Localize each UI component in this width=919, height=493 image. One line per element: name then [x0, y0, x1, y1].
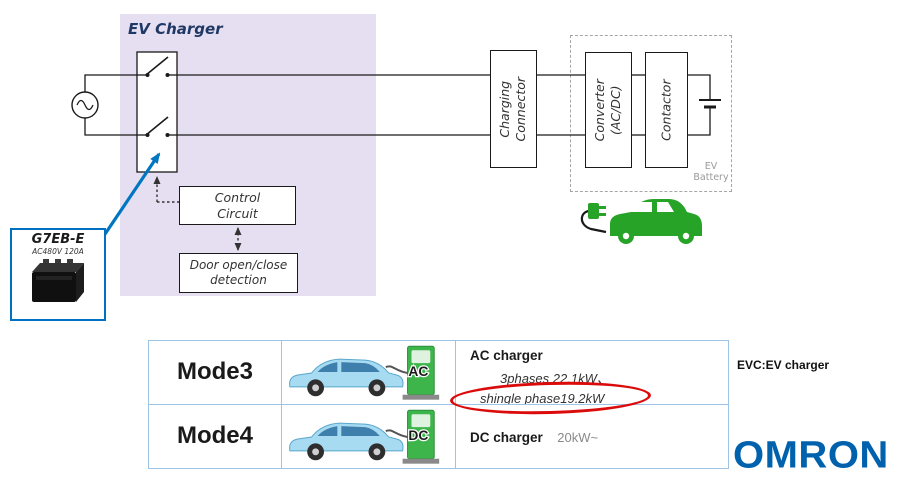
ac-charger-detail-2: shingle phase19.2kW: [480, 391, 605, 405]
ev-side-enclosure: [570, 35, 732, 192]
dc-charger-detail: 20kW~: [557, 429, 599, 445]
g7eb-model-label: G7EB-E: [31, 232, 85, 247]
g7eb-callout-box: G7EB-E AC480V 120A: [10, 228, 106, 321]
contactor-label: Contactor: [658, 79, 674, 141]
ev-battery-label: EV Battery: [693, 161, 729, 184]
evc-footnote: EVC:EV charger: [737, 358, 830, 372]
ev-charger-title: EV Charger: [128, 20, 223, 38]
circuit-wires: [84, 74, 711, 136]
door-detection-box: Door open/close detection: [179, 253, 298, 293]
contactor-box: Contactor: [645, 52, 688, 168]
converter-label-line1: Converter: [592, 78, 608, 142]
ev-battery-symbol: [699, 99, 721, 109]
door-detection-label-line1: Door open/close: [189, 258, 288, 272]
g7eb-spec-label: AC480V 120A: [32, 247, 84, 256]
mode-table: Mode3 AC AC charger 3phases 22.1kW、 shin…: [148, 340, 729, 469]
control-circuit-box: Control Circuit: [179, 186, 296, 225]
dc-charger-title: DC charger: [470, 429, 543, 445]
control-circuit-label-line1: Control: [214, 189, 261, 205]
converter-box: Converter (AC/DC): [585, 52, 632, 168]
mode4-image-cell: DC: [282, 404, 456, 468]
mode4-label: Mode4: [176, 422, 253, 450]
ev-car-icon: [580, 199, 702, 244]
omron-logo: OMRON: [733, 434, 889, 476]
relay-switch-box: [136, 51, 178, 173]
control-circuit-label-line2: Circuit: [217, 205, 258, 221]
charging-connector-label-line1: Charging: [497, 80, 513, 138]
ac-charger-detail-1: 3phases 22.1kW、: [500, 371, 610, 386]
g7eb-pointer-line: [99, 152, 161, 241]
ac-plug-label: AC: [408, 363, 428, 379]
mode3-image-cell: AC: [282, 341, 456, 405]
mode3-description-cell: AC charger 3phases 22.1kW、 shingle phase…: [456, 341, 728, 405]
dc-plug-label: DC: [408, 426, 428, 442]
mode4-description-cell: DC charger 20kW~: [456, 404, 728, 468]
door-detection-label-line2: detection: [210, 273, 267, 287]
charging-connector-label-line2: Connector: [513, 76, 529, 142]
mode3-cell: Mode3: [149, 341, 282, 405]
dc-charging-car-image: DC: [289, 409, 440, 464]
ac-charger-title: AC charger: [470, 348, 543, 363]
ac-charging-car-image: AC: [289, 345, 440, 400]
mode3-label: Mode3: [176, 358, 253, 386]
relay-product-image: [32, 259, 84, 302]
signal-arrows: [153, 176, 242, 251]
ac-source-icon: [71, 91, 99, 119]
mode4-cell: Mode4: [149, 404, 282, 468]
charging-connector-box: Charging Connector: [490, 50, 537, 168]
converter-label-line2: (AC/DC): [608, 85, 624, 135]
